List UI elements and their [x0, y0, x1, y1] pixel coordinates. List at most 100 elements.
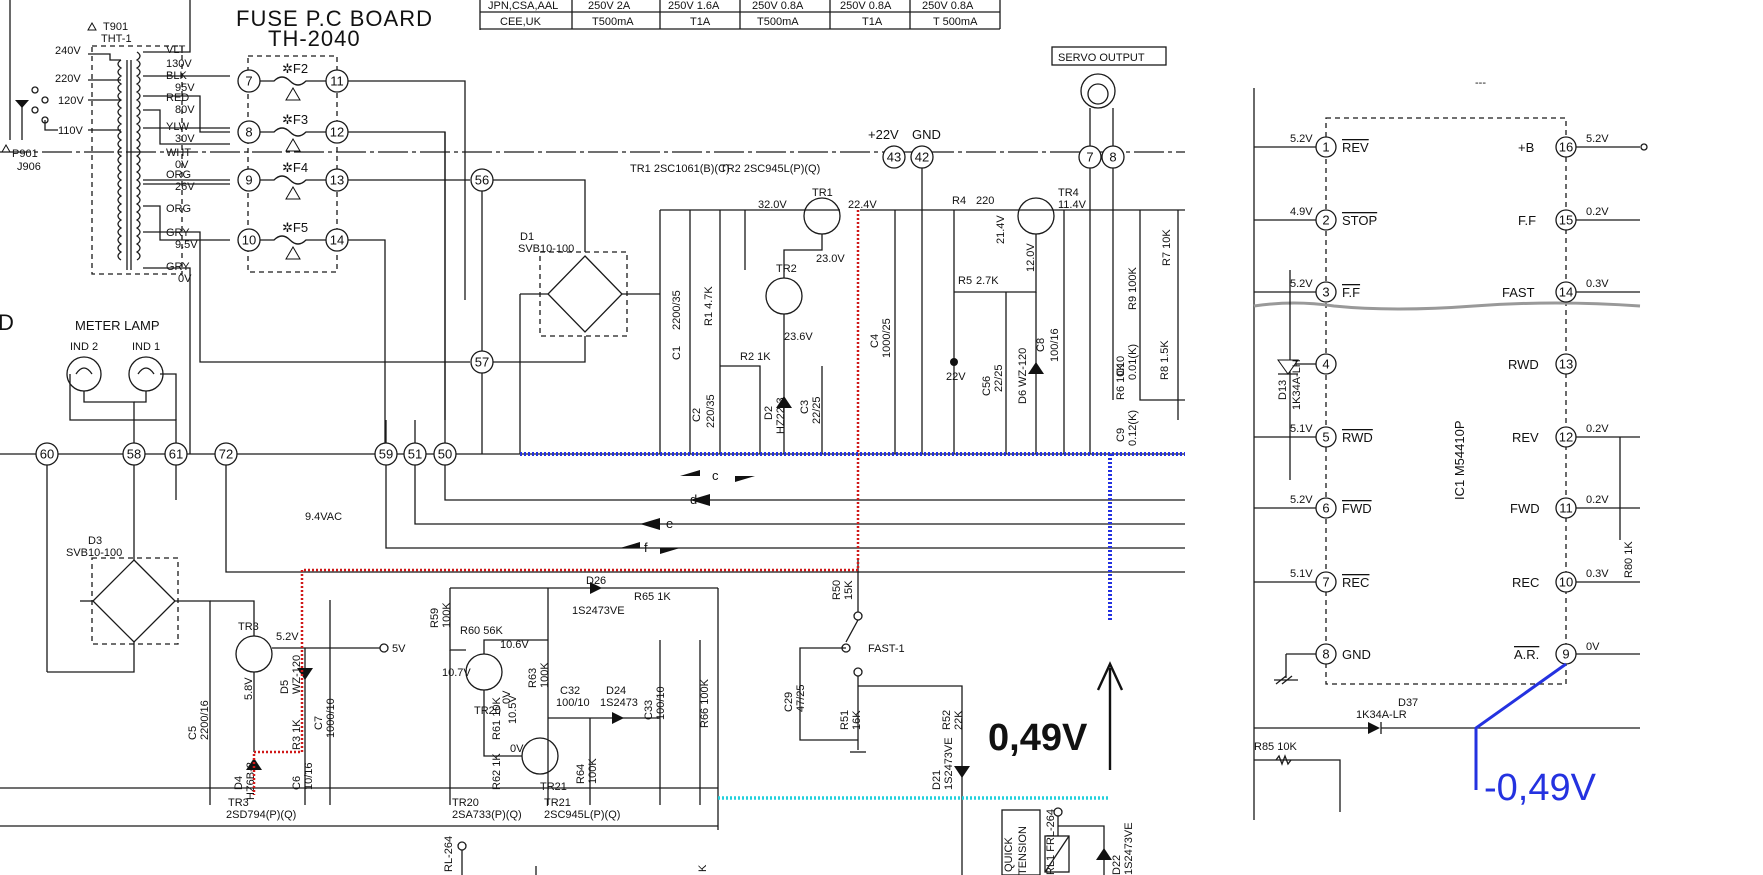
- svg-text:2: 2: [1322, 213, 1329, 228]
- svg-text:0.3V: 0.3V: [1586, 278, 1609, 290]
- tr3-bottom: TR3: [228, 797, 249, 809]
- svg-text:7: 7: [245, 74, 252, 89]
- svg-text:5.2V: 5.2V: [1290, 278, 1313, 290]
- voltage-annotation-black: 0,49V: [988, 661, 1124, 770]
- svg-text:5.2V: 5.2V: [276, 631, 299, 643]
- regulator-tr20-tr21: R59 100K R60 56K TR20 10.6V 10.7V 0V R63…: [429, 575, 719, 805]
- ic-right-pins: 16 15 14 13 12 11 10 9 +B F.F FAST RWD R…: [1502, 133, 1648, 665]
- node-43: [882, 145, 906, 169]
- svg-text:F.F: F.F: [1342, 285, 1360, 300]
- svg-text:100/16: 100/16: [1049, 328, 1061, 362]
- svg-text:0.3V: 0.3V: [1586, 568, 1609, 580]
- svg-text:7: 7: [1086, 150, 1093, 165]
- svg-text:R1 4.7K: R1 4.7K: [703, 286, 715, 326]
- regulator-5v: TR3 5.2V 5.8V 5V C5 2200/16 D4 HZ6B-2 D5…: [187, 600, 406, 805]
- svg-text:C10: C10: [1115, 356, 1127, 376]
- regulator-tr4: R4 220 TR4 11.4V 21.4V 12.0V R5 2.7K 22V…: [946, 187, 1185, 454]
- svg-text:C32: C32: [560, 685, 580, 697]
- svg-text:RWD: RWD: [1342, 430, 1373, 445]
- svg-text:D13: D13: [1277, 380, 1289, 400]
- svg-text:R61 10K: R61 10K: [491, 697, 503, 740]
- svg-text:R9 100K: R9 100K: [1127, 267, 1139, 310]
- svg-text:RED: RED: [166, 92, 189, 104]
- svg-text:10: 10: [242, 233, 256, 248]
- svg-text:22/25: 22/25: [993, 364, 1005, 392]
- svg-text:9.5V: 9.5V: [175, 239, 198, 251]
- svg-text:95V: 95V: [175, 82, 195, 94]
- svg-text:1: 1: [1322, 140, 1329, 155]
- svg-text:0V: 0V: [501, 690, 513, 704]
- svg-text:TR20: TR20: [474, 705, 501, 717]
- svg-text:R7 10K: R7 10K: [1161, 229, 1173, 266]
- vac-label: 9.4VAC: [305, 511, 342, 523]
- svg-text:7: 7: [1322, 575, 1329, 590]
- svg-text:5.2V: 5.2V: [1586, 133, 1609, 145]
- tr20-model: 2SA733(P)(Q): [452, 809, 522, 821]
- svg-text:23.6V: 23.6V: [784, 331, 813, 343]
- svg-text:100K: 100K: [539, 662, 551, 688]
- svg-text:d: d: [690, 492, 697, 507]
- svg-text:0V: 0V: [178, 273, 192, 285]
- svg-text:RL1 FRL-264: RL1 FRL-264: [1045, 809, 1057, 875]
- table-r2-c2: T500mA: [592, 16, 634, 28]
- svg-text:8: 8: [245, 125, 252, 140]
- table-r1-c4: 250V 0.8A: [752, 0, 804, 12]
- svg-text:5.8V: 5.8V: [243, 677, 255, 700]
- svg-text:TR1 2SC1061(B)(C): TR1 2SC1061(B)(C): [630, 163, 730, 175]
- svg-text:R63: R63: [527, 668, 539, 688]
- svg-text:SERVO OUTPUT: SERVO OUTPUT: [1058, 52, 1145, 64]
- svg-text:C33: C33: [643, 700, 655, 720]
- bridge-d3: D3 SVB10-100: [47, 465, 211, 805]
- svg-text:0.2V: 0.2V: [1586, 494, 1609, 506]
- svg-text:23.0V: 23.0V: [816, 253, 845, 265]
- tr3-model: 2SD794(P)(Q): [226, 809, 296, 821]
- svg-text:R3 1K: R3 1K: [291, 719, 303, 750]
- board-model: TH-2040: [268, 26, 361, 51]
- svg-text:57: 57: [475, 355, 489, 370]
- svg-text:IND 2: IND 2: [70, 341, 98, 353]
- svg-text:C4: C4: [869, 334, 881, 348]
- svg-text:R65 1K: R65 1K: [634, 591, 671, 603]
- svg-text:R64: R64: [575, 764, 587, 784]
- svg-text:R59: R59: [429, 608, 441, 628]
- svg-text:C29: C29: [783, 692, 795, 712]
- svg-text:REC: REC: [1342, 575, 1369, 590]
- svg-text:4: 4: [1322, 357, 1329, 372]
- vertical-labels: C1 2200/35 R1 4.7K C2 220/35 D2 HZ22-3 C…: [671, 286, 893, 434]
- svg-text:30V: 30V: [175, 133, 195, 145]
- svg-text:FWD: FWD: [1510, 501, 1540, 516]
- svg-text:C3: C3: [799, 400, 811, 414]
- tr21-model: 2SC945L(P)(Q): [544, 809, 620, 821]
- svg-text:METER LAMP: METER LAMP: [75, 318, 160, 333]
- svg-text:11: 11: [330, 74, 344, 89]
- red-trace: [252, 210, 860, 795]
- svg-text:C7: C7: [313, 716, 325, 730]
- table-r2-c4: T500mA: [757, 16, 799, 28]
- svg-text:10: 10: [1559, 575, 1573, 590]
- svg-text:REC: REC: [1512, 575, 1539, 590]
- gnd-label: GND: [912, 127, 941, 142]
- svg-text:100K: 100K: [441, 602, 453, 628]
- svg-text:C2: C2: [691, 408, 703, 422]
- svg-text:56: 56: [475, 173, 489, 188]
- svg-text:R66 100K: R66 100K: [699, 678, 711, 728]
- ic-left-pins: 1 2 3 4 5 6 7 8 REV STOP F.F RWD FWD REC…: [1254, 133, 1377, 685]
- svg-text:A.R.: A.R.: [1514, 647, 1539, 662]
- svg-text:R2 1K: R2 1K: [740, 351, 771, 363]
- svg-text:0V: 0V: [510, 743, 524, 755]
- svg-text:SVB10-100: SVB10-100: [518, 243, 574, 255]
- svg-text:D24: D24: [606, 685, 626, 697]
- svg-text:R6 10K: R6 10K: [1115, 363, 1127, 400]
- svg-text:100/10: 100/10: [655, 686, 667, 720]
- transformer-name: T901: [103, 21, 128, 33]
- svg-text:12: 12: [1559, 430, 1573, 445]
- svg-text:12: 12: [330, 125, 344, 140]
- svg-text:2200/35: 2200/35: [671, 290, 683, 330]
- svg-text:15: 15: [1559, 213, 1573, 228]
- fast-section: R50 15K FAST-1 C29 47/25 R51 16K R52 22K…: [783, 560, 970, 875]
- svg-text:-0,49V: -0,49V: [1484, 767, 1597, 809]
- svg-text:1S2473VE: 1S2473VE: [943, 737, 955, 790]
- svg-text:VLT: VLT: [166, 44, 186, 56]
- svg-text:0.01(K): 0.01(K): [1127, 344, 1139, 380]
